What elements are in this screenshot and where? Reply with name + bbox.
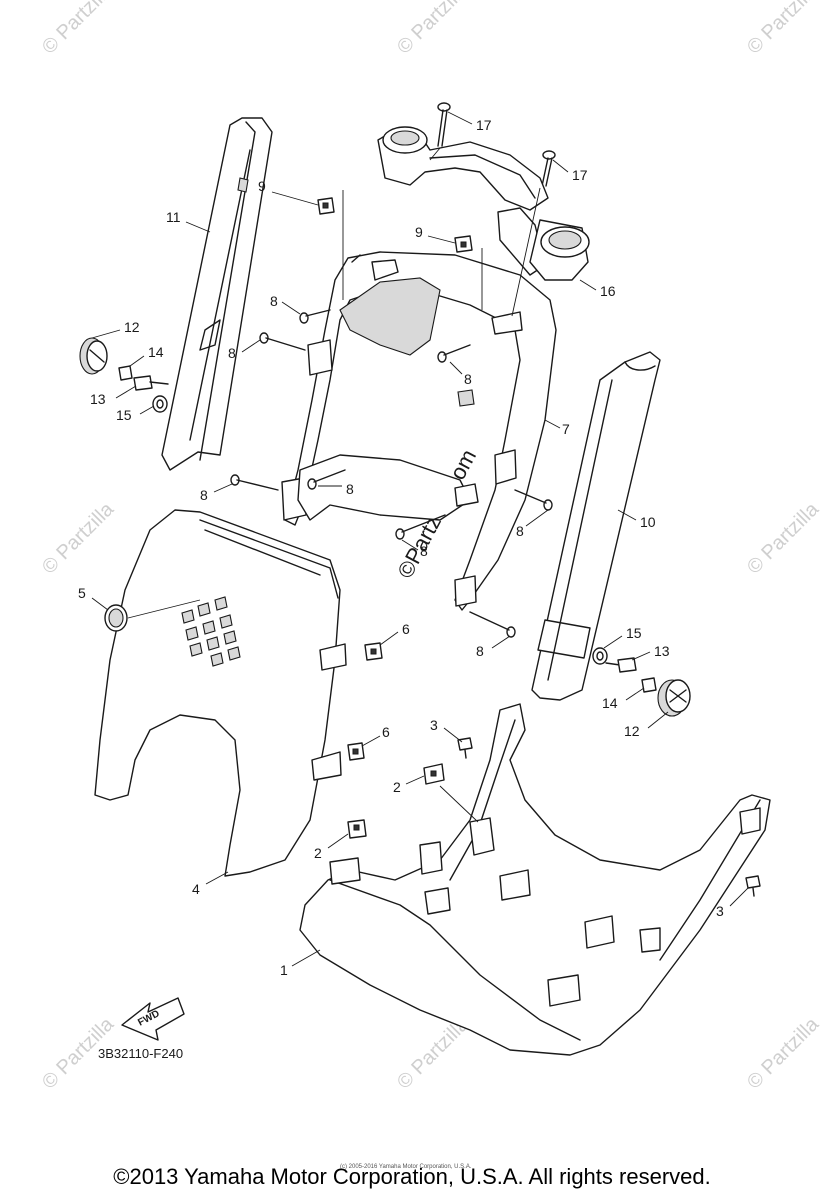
callout-13: 13 bbox=[90, 391, 106, 407]
callout-8: 8 bbox=[270, 293, 278, 309]
callout-8: 8 bbox=[464, 371, 472, 387]
callout-8: 8 bbox=[200, 487, 208, 503]
part-2-block bbox=[439, 785, 495, 856]
callout-2: 2 bbox=[393, 779, 401, 795]
callout-1: 1 bbox=[280, 962, 288, 978]
callout-8: 8 bbox=[476, 643, 484, 659]
part-1-floor-panel bbox=[299, 703, 771, 1056]
part-2-nut-a bbox=[423, 763, 445, 785]
callout-3: 3 bbox=[716, 903, 724, 919]
part-8-screw-c bbox=[437, 344, 471, 363]
part-10-right-column bbox=[531, 351, 661, 701]
callout-11: 11 bbox=[166, 209, 181, 225]
part-8-screw-e bbox=[307, 469, 346, 490]
fwd-arrow-icon: FWD bbox=[121, 997, 185, 1041]
callout-8: 8 bbox=[228, 345, 236, 361]
part-15-washer-right bbox=[592, 647, 608, 665]
part-4-front-panel bbox=[94, 509, 347, 877]
callout-17: 17 bbox=[572, 167, 588, 183]
part-6-nut-a bbox=[364, 642, 383, 661]
callout-2: 2 bbox=[314, 845, 322, 861]
part-15-washer-left bbox=[152, 395, 168, 413]
small-watermark: (c) 2005-2016 Yamaha Motor Corporation, … bbox=[340, 1164, 472, 1170]
part-13-screw-left bbox=[133, 375, 169, 391]
part-14-bushing-right bbox=[641, 677, 657, 693]
part-9-nut-b bbox=[454, 235, 473, 253]
callouts: 17 17 9 9 11 16 8 8 8 8 8 8 8 8 12 14 13… bbox=[78, 111, 749, 978]
callout-8: 8 bbox=[516, 523, 524, 539]
part-3-screw-a bbox=[457, 737, 473, 759]
watermark: © Partzilla bbox=[38, 0, 119, 59]
part-8-screw-a bbox=[299, 309, 331, 324]
callout-6: 6 bbox=[382, 724, 390, 740]
watermark: © Partzilla bbox=[393, 0, 474, 59]
callout-5: 5 bbox=[78, 585, 86, 601]
part-9-nut-a bbox=[317, 197, 335, 215]
callout-6: 6 bbox=[402, 621, 410, 637]
part-11-left-strip bbox=[161, 117, 273, 471]
part-5-emblem bbox=[104, 599, 201, 632]
part-2-nut-b bbox=[347, 819, 367, 839]
part-3-screw-b bbox=[745, 875, 761, 897]
part-6-nut-b bbox=[347, 742, 365, 761]
assembly-lines bbox=[342, 147, 541, 317]
part-12-knob-left bbox=[79, 337, 108, 375]
callout-4: 4 bbox=[192, 881, 200, 897]
callout-15: 15 bbox=[116, 407, 132, 423]
callout-9: 9 bbox=[415, 224, 423, 240]
callout-16: 16 bbox=[600, 283, 616, 299]
watermark: © Partzilla bbox=[38, 498, 119, 579]
callout-13: 13 bbox=[654, 643, 670, 659]
callout-17: 17 bbox=[476, 117, 492, 133]
part-8-screw-h bbox=[469, 611, 516, 638]
callout-14: 14 bbox=[148, 344, 164, 360]
callout-10: 10 bbox=[640, 514, 656, 530]
watermark: © Partzilla bbox=[743, 0, 824, 59]
part-17-screw-a bbox=[437, 102, 451, 147]
callout-8: 8 bbox=[346, 481, 354, 497]
callout-8: 8 bbox=[420, 543, 428, 559]
callout-14: 14 bbox=[602, 695, 618, 711]
callout-12: 12 bbox=[124, 319, 140, 335]
part-13-screw-right bbox=[605, 657, 637, 673]
callout-3: 3 bbox=[430, 717, 438, 733]
diagram-code: 3B32110-F240 bbox=[98, 1046, 183, 1061]
watermark: © Partzilla bbox=[743, 1013, 824, 1094]
part-8-screw-d bbox=[230, 474, 279, 491]
callout-7: 7 bbox=[562, 421, 570, 437]
watermark: © Partzilla bbox=[743, 498, 824, 579]
part-14-bushing-left bbox=[118, 365, 133, 381]
part-12-knob-right bbox=[657, 679, 691, 717]
part-8-screw-g bbox=[395, 514, 446, 540]
callout-15: 15 bbox=[626, 625, 642, 641]
part-17-screw-b bbox=[541, 150, 556, 187]
part-16-headlight-bracket bbox=[377, 126, 590, 281]
copyright-notice: ©2013 Yamaha Motor Corporation, U.S.A. A… bbox=[113, 1164, 711, 1189]
part-8-screw-b bbox=[259, 332, 306, 351]
callout-12: 12 bbox=[624, 723, 640, 739]
callout-9: 9 bbox=[258, 178, 266, 194]
